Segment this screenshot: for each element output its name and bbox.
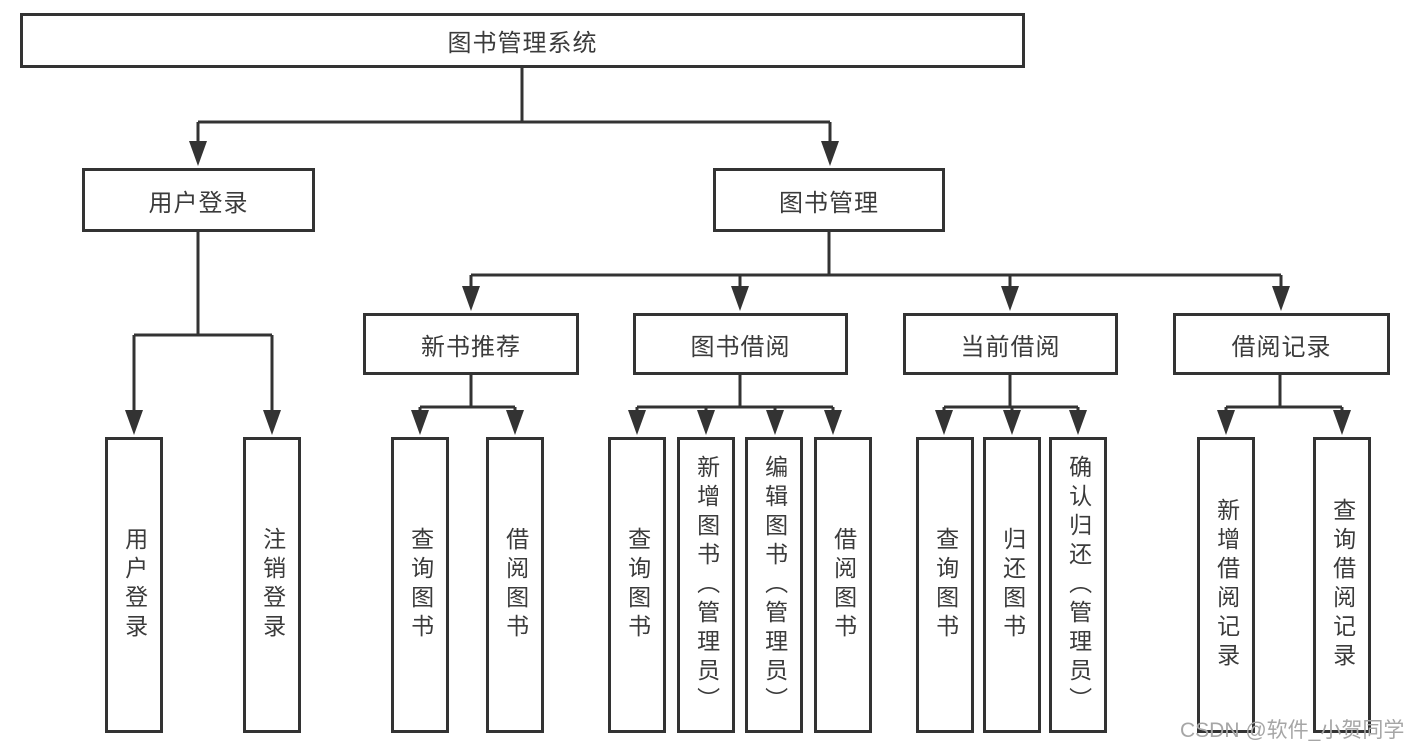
leaf-query-books-1-label: 查询图书	[407, 527, 434, 643]
leaf-logout: 注销登录	[243, 437, 301, 733]
leaf-add-borrow-record: 新增借阅记录	[1197, 437, 1255, 733]
leaf-borrow-books-2: 借阅图书	[814, 437, 872, 733]
node-new-book-recommend-label: 新书推荐	[421, 333, 521, 361]
csdn-watermark: CSDN @软件_小贺同学	[1180, 719, 1405, 742]
leaf-query-borrow-record: 查询借阅记录	[1313, 437, 1371, 733]
leaf-borrow-books-1-label: 借阅图书	[502, 527, 529, 643]
node-new-book-recommend: 新书推荐	[363, 313, 579, 375]
leaf-return-book: 归还图书	[983, 437, 1041, 733]
leaf-add-book-admin: 新增图书（管理员）	[677, 437, 735, 733]
leaf-query-books-1: 查询图书	[391, 437, 449, 733]
arrowheads	[125, 141, 1351, 435]
node-current-borrowing: 当前借阅	[903, 313, 1118, 375]
node-root: 图书管理系统	[20, 13, 1025, 68]
node-book-management: 图书管理	[713, 168, 945, 232]
node-book-borrowing-label: 图书借阅	[690, 333, 791, 361]
leaf-confirm-return-admin: 确认归还（管理员）	[1049, 437, 1107, 733]
node-root-label: 图书管理系统	[447, 30, 598, 57]
node-borrow-records: 借阅记录	[1173, 313, 1390, 375]
node-borrow-records-label: 借阅记录	[1231, 333, 1332, 361]
leaf-user-login-label: 用户登录	[121, 527, 148, 643]
leaf-confirm-return-admin-label: 确认归还（管理员）	[1065, 454, 1092, 716]
leaf-add-borrow-record-label: 新增借阅记录	[1213, 498, 1240, 672]
leaf-borrow-books-2-label: 借阅图书	[830, 527, 857, 643]
node-user-login: 用户登录	[82, 168, 315, 232]
node-book-borrowing: 图书借阅	[633, 313, 848, 375]
leaf-user-login: 用户登录	[105, 437, 163, 733]
leaf-query-books-3: 查询图书	[916, 437, 974, 733]
leaf-query-books-2: 查询图书	[608, 437, 666, 733]
leaf-query-books-2-label: 查询图书	[624, 527, 651, 643]
leaf-query-borrow-record-label: 查询借阅记录	[1329, 498, 1356, 672]
leaf-borrow-books-1: 借阅图书	[486, 437, 544, 733]
leaf-add-book-admin-label: 新增图书（管理员）	[693, 454, 720, 716]
leaf-edit-book-admin-label: 编辑图书（管理员）	[761, 454, 788, 716]
node-book-management-label: 图书管理	[779, 189, 879, 217]
leaf-edit-book-admin: 编辑图书（管理员）	[745, 437, 803, 733]
leaf-logout-label: 注销登录	[259, 527, 286, 643]
leaf-query-books-3-label: 查询图书	[932, 527, 959, 643]
leaf-return-book-label: 归还图书	[999, 527, 1026, 643]
node-current-borrowing-label: 当前借阅	[960, 333, 1061, 361]
node-user-login-label: 用户登录	[148, 189, 249, 217]
